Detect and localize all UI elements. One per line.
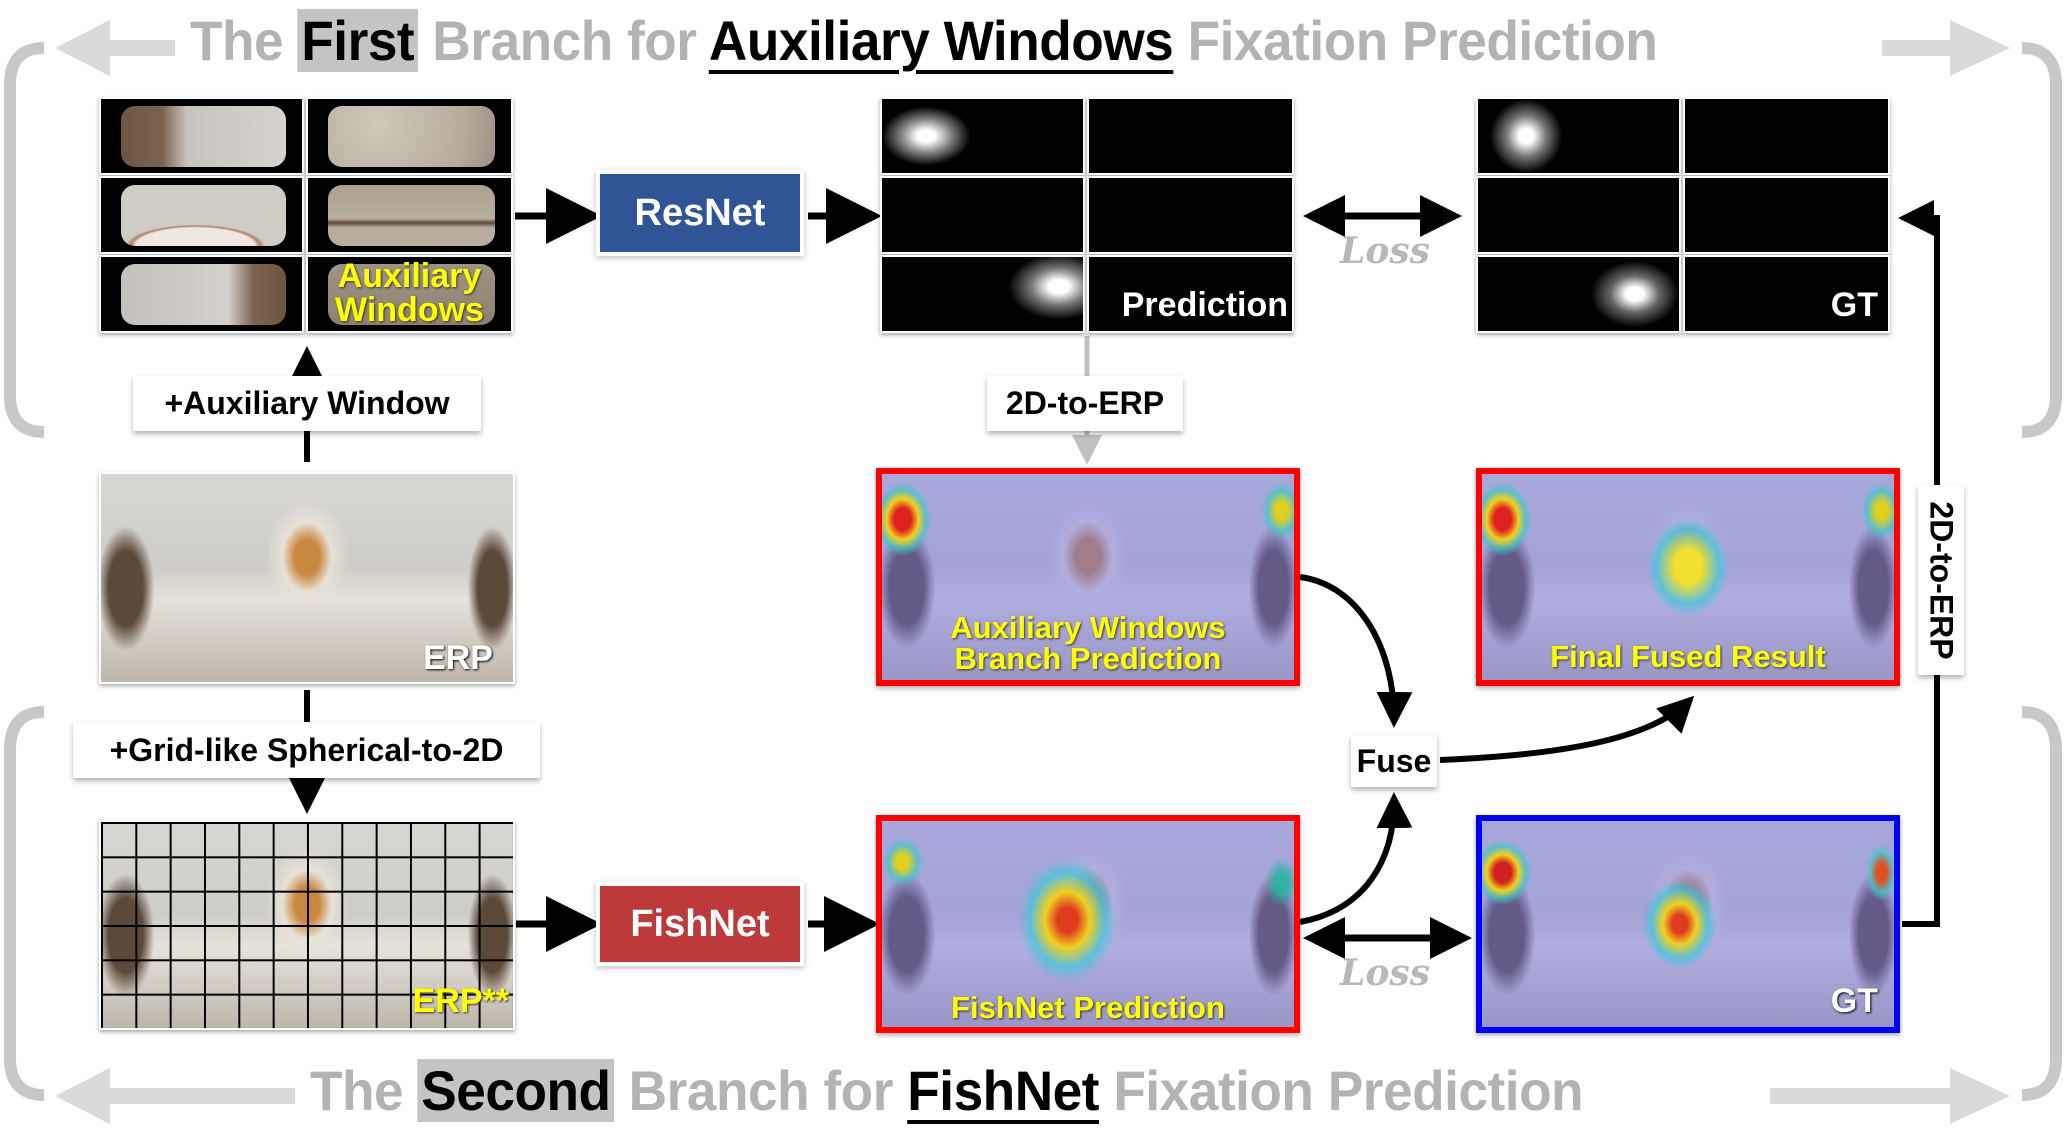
title-prefix: The — [190, 9, 284, 72]
gt-bottom-label: GT — [1830, 982, 1878, 1020]
arrow-fishpred-to-fuse — [1299, 792, 1413, 925]
gt-erp-image: GT — [1476, 815, 1900, 1033]
auxiliary-windows-grid: Auxiliary Windows — [99, 97, 513, 333]
aux-branch-prediction-caption: Auxiliary Windows Branch Prediction — [882, 612, 1294, 674]
arrow-auxpred-to-fuse — [1299, 574, 1413, 728]
caption-line: Auxiliary Windows — [950, 610, 1226, 645]
auxiliary-window-step: +Auxiliary Window — [133, 376, 481, 431]
title-middle: Branch for — [628, 1059, 894, 1122]
title-highlight: Second — [417, 1059, 615, 1122]
title-prefix: The — [310, 1059, 404, 1122]
heatmap-overlay — [882, 474, 1294, 680]
2d-to-erp-step: 2D-to-ERP — [987, 376, 1183, 431]
resnet-label: ResNet — [634, 191, 766, 234]
title-suffix: Fixation Prediction — [1113, 1059, 1584, 1122]
prediction-label: Prediction — [1121, 286, 1288, 324]
caption-line: Auxiliary — [337, 257, 482, 295]
erp-image: ERP — [99, 472, 515, 684]
saliency-tile — [1476, 255, 1681, 333]
title-underlined: Auxiliary Windows — [708, 9, 1174, 72]
bottom-left-bracket — [4, 706, 45, 1101]
title-underlined: FishNet — [907, 1059, 1100, 1122]
saliency-tile — [1683, 176, 1890, 254]
aux-window-tile — [99, 97, 304, 175]
step-label: 2D-to-ERP — [1923, 500, 1960, 660]
saliency-tile — [880, 255, 1085, 333]
final-fused-result-image: Final Fused Result — [1476, 468, 1900, 686]
erp-grid-image: ERP** — [99, 820, 515, 1030]
heatmap-overlay — [882, 821, 1294, 1027]
resnet-block[interactable]: ResNet — [600, 174, 800, 252]
heatmap-overlay — [1482, 821, 1894, 1027]
aux-window-tile — [99, 176, 304, 254]
step-label: +Grid-like Spherical-to-2D — [109, 731, 504, 768]
first-branch-title: The First Branch for Auxiliary Windows F… — [190, 8, 1658, 73]
fuse-node[interactable]: Fuse — [1351, 735, 1437, 787]
saliency-tile — [1087, 176, 1294, 254]
fishnet-block[interactable]: FishNet — [600, 886, 800, 962]
second-branch-title: The Second Branch for FishNet Fixation P… — [310, 1058, 1584, 1123]
saliency-tile — [1476, 176, 1681, 254]
saliency-tile — [880, 176, 1085, 254]
caption-line: Branch Prediction — [954, 641, 1222, 676]
saliency-tile: GT — [1683, 255, 1890, 333]
grid-overlay — [101, 822, 513, 1028]
title-highlight: First — [297, 9, 418, 72]
top-right-title-arrow — [1882, 20, 2010, 76]
arrow-fuse-to-final — [1439, 695, 1695, 763]
loss-label-top: Loss — [1340, 230, 1430, 272]
grid-spherical-to-2d-step: +Grid-like Spherical-to-2D — [73, 722, 540, 778]
fishnet-prediction-image: FishNet Prediction — [876, 815, 1300, 1033]
caption-line: Windows — [335, 291, 484, 329]
saliency-tile: Prediction — [1087, 255, 1294, 333]
bottom-right-title-arrow — [1770, 1068, 2010, 1124]
aux-window-tile — [306, 97, 513, 175]
saliency-tile — [1476, 97, 1681, 175]
fishnet-prediction-caption: FishNet Prediction — [951, 990, 1225, 1025]
heatmap-overlay — [1482, 474, 1894, 680]
fuse-label: Fuse — [1356, 742, 1432, 779]
gt-label: GT — [1830, 286, 1878, 324]
prediction-windows-grid: Prediction — [880, 97, 1294, 333]
title-suffix: Fixation Prediction — [1187, 9, 1658, 72]
top-left-bracket — [4, 42, 45, 438]
top-right-bracket — [2021, 42, 2062, 438]
fishnet-label: FishNet — [630, 902, 770, 945]
title-middle: Branch for — [432, 9, 697, 72]
aux-windows-caption: Auxiliary Windows — [308, 259, 511, 327]
top-left-title-arrow — [55, 20, 175, 76]
aux-branch-prediction-image: Auxiliary Windows Branch Prediction — [876, 468, 1300, 686]
final-fused-caption: Final Fused Result — [1550, 639, 1826, 674]
erp-grid-label: ERP** — [412, 982, 509, 1020]
loss-label-bottom: Loss — [1340, 952, 1430, 994]
bottom-right-bracket — [2021, 706, 2062, 1101]
saliency-tile — [1683, 97, 1890, 175]
gt-windows-grid: GT — [1476, 97, 1890, 333]
saliency-tile — [1087, 97, 1294, 175]
2d-to-erp-vertical-step: 2D-to-ERP — [1918, 485, 1964, 675]
step-label: 2D-to-ERP — [1005, 385, 1165, 421]
step-label: +Auxiliary Window — [164, 385, 450, 421]
bottom-left-title-arrow — [55, 1068, 295, 1124]
aux-window-tile: Auxiliary Windows — [306, 255, 513, 333]
erp-label: ERP — [423, 639, 493, 677]
saliency-tile — [880, 97, 1085, 175]
aux-window-tile — [306, 176, 513, 254]
aux-window-tile — [99, 255, 304, 333]
